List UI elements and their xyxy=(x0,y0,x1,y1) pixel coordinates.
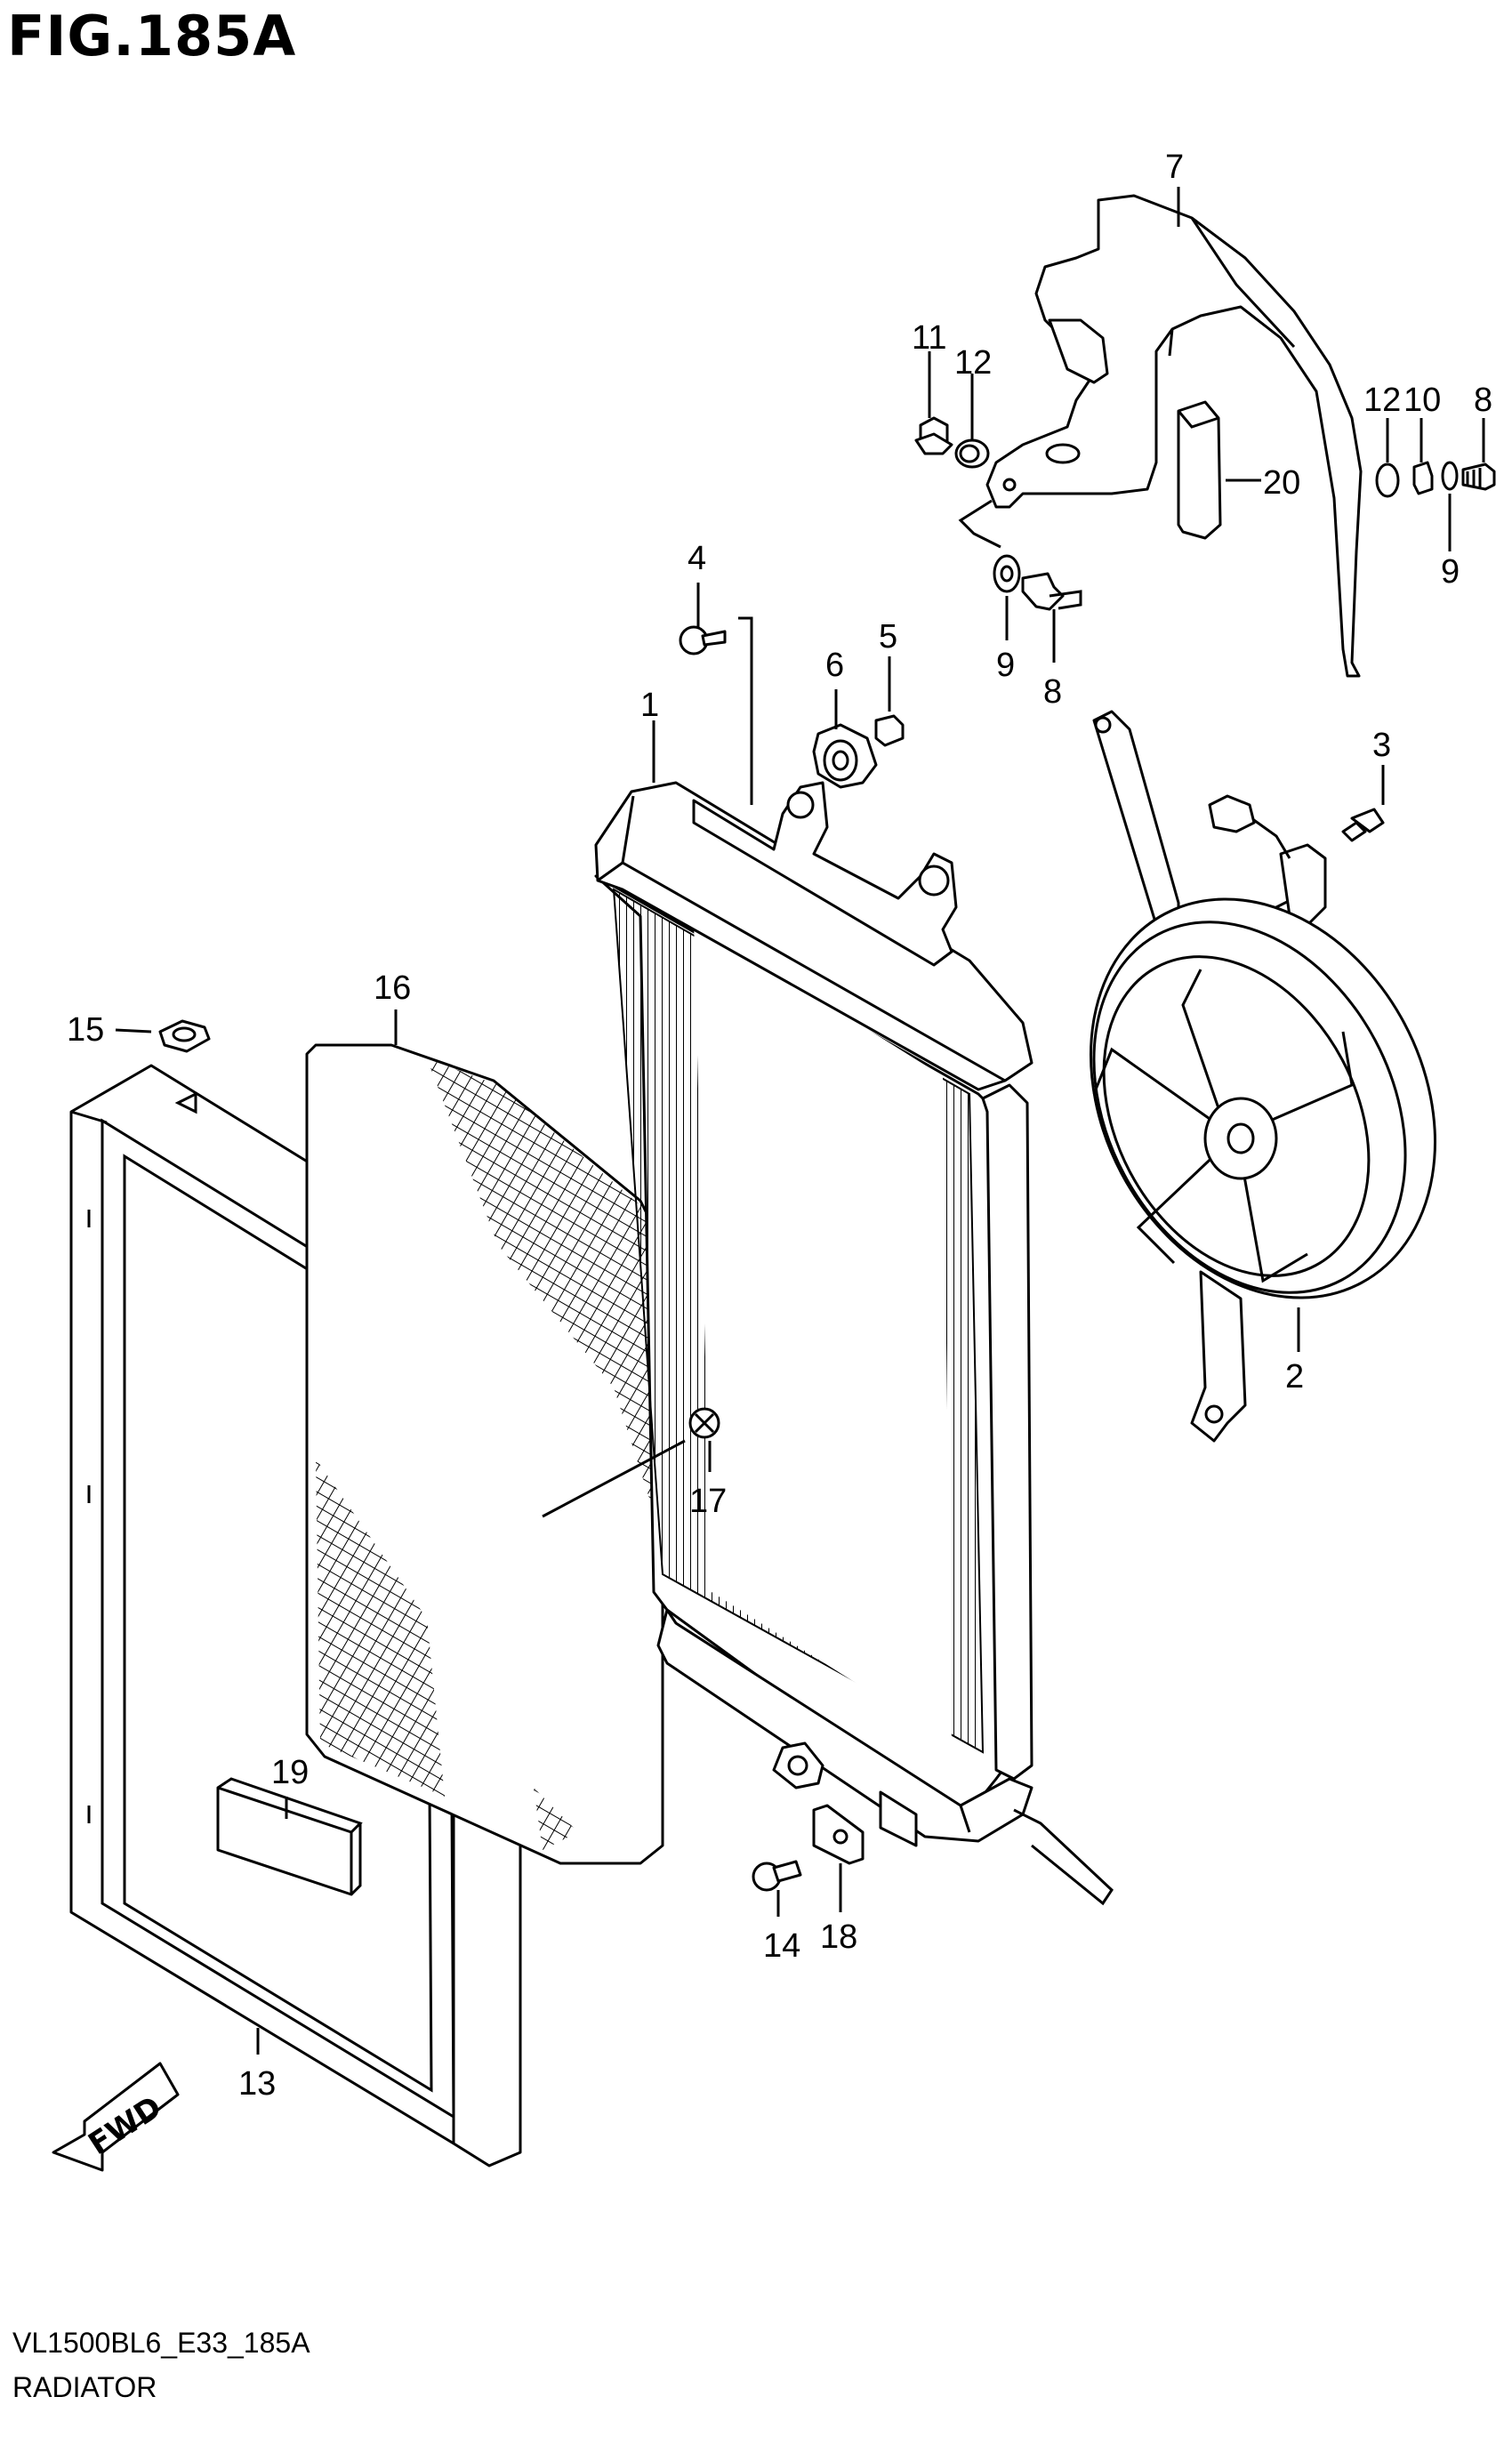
callout-13: 13 xyxy=(238,2065,276,2103)
callout-15: 15 xyxy=(67,1011,104,1049)
foam-strip xyxy=(1177,400,1222,540)
screw-14 xyxy=(752,1860,802,1892)
fastener-set-right xyxy=(1375,461,1496,498)
screw-4 xyxy=(679,625,727,655)
callout-14: 14 xyxy=(763,1927,800,1965)
clip-17 xyxy=(688,1407,720,1439)
callout-12-right: 12 xyxy=(1363,382,1401,419)
callout-20: 20 xyxy=(1263,464,1300,502)
figure-title: FIG.185A xyxy=(7,4,297,68)
forward-direction-arrow: FWD xyxy=(52,2062,180,2172)
callout-3: 3 xyxy=(1372,727,1391,764)
callout-12: 12 xyxy=(954,344,992,382)
diagram-code: VL1500BL6_E33_185A xyxy=(12,2327,310,2359)
callout-9: 9 xyxy=(996,647,1015,684)
cooling-fan xyxy=(1090,710,1436,1443)
section-name: RADIATOR xyxy=(12,2371,157,2403)
bracket-18 xyxy=(812,1804,865,1865)
rubber-mount-and-collar xyxy=(812,714,905,789)
callout-7: 7 xyxy=(1165,149,1184,186)
callout-labels: 7 11 12 20 12 10 8 9 4 6 5 9 8 1 3 16 15… xyxy=(67,149,1492,2103)
callout-4: 4 xyxy=(688,540,706,577)
washer-and-bolt-middle xyxy=(993,554,1082,611)
bolt-and-grommet-left xyxy=(914,416,990,469)
label-plate xyxy=(216,1777,363,1896)
callout-5: 5 xyxy=(879,618,897,655)
callout-8-right: 8 xyxy=(1474,382,1492,419)
callout-8: 8 xyxy=(1043,673,1062,711)
callout-16: 16 xyxy=(374,969,411,1007)
callout-11: 11 xyxy=(912,319,946,357)
callout-6: 6 xyxy=(825,647,844,684)
screw-3 xyxy=(1341,808,1385,842)
grommet-15 xyxy=(158,1019,211,1053)
radiator-screen-mesh xyxy=(305,1043,664,1865)
callout-2: 2 xyxy=(1285,1358,1304,1395)
fan-shroud-bracket xyxy=(985,194,1363,678)
radiator-core xyxy=(594,781,1114,1906)
callout-19: 19 xyxy=(271,1754,309,1791)
leader-lines xyxy=(115,187,1485,2055)
callout-17: 17 xyxy=(689,1483,727,1520)
callout-18: 18 xyxy=(820,1918,857,1956)
callout-10: 10 xyxy=(1403,382,1441,419)
callout-9-right: 9 xyxy=(1441,553,1460,591)
callout-1: 1 xyxy=(640,687,659,724)
